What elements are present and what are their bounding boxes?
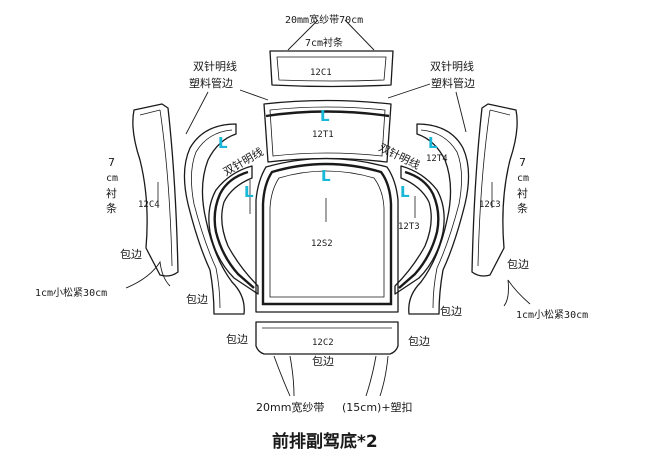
piece-left-outer	[183, 123, 245, 315]
right-lining-char: cm	[517, 173, 529, 184]
diag-topstitch-right: 双针明线	[377, 140, 423, 172]
right-topstitch-note: 双针明线	[430, 59, 474, 73]
piece-12c1: 12C1	[269, 50, 394, 88]
piece-code-12c4: 12C4	[138, 200, 160, 210]
left-lining-char: cm	[106, 173, 118, 184]
piece-code-12s2: 12S2	[311, 239, 333, 249]
binding-center-right-note: 包边	[408, 335, 430, 348]
left-lining-char: 条	[106, 201, 117, 215]
marker-l-left-outer: L	[218, 134, 228, 152]
top-tape-note: 20mm宽纱带70cm	[285, 13, 363, 26]
piece-12t1: 12T1	[263, 99, 392, 163]
bottom-tape-note: 20mm宽纱带	[256, 400, 324, 414]
piece-code-12c3: 12C3	[479, 200, 501, 210]
bottom-tape-leaders	[273, 355, 389, 397]
diagram-caption: 前排副驾底*2	[272, 431, 378, 452]
binding-right-note: 包边	[507, 258, 529, 271]
marker-l-right-outer: L	[428, 134, 438, 152]
piece-12c4: 12C4	[132, 103, 179, 277]
elastic-left-note: 1cm小松紧30cm	[35, 286, 107, 299]
piece-12t3: 12T3	[394, 165, 445, 295]
piece-code-12t3: 12T3	[398, 222, 420, 232]
elastic-right-note: 1cm小松紧30cm	[516, 308, 588, 321]
marker-l-s2: L	[321, 167, 331, 185]
right-piping-note: 塑料管边	[431, 76, 475, 90]
marker-l-t1: L	[320, 107, 330, 125]
piece-code-12c2: 12C2	[312, 338, 334, 348]
left-piping-note: 塑料管边	[189, 76, 233, 90]
bottom-clip-note: (15cm)+塑扣	[342, 400, 413, 414]
right-lining-char: 衬	[517, 187, 528, 200]
marker-l-right-inner: L	[400, 183, 410, 201]
piece-12c3: 12C3	[471, 103, 518, 277]
binding-under-12c2-note: 包边	[312, 355, 334, 368]
elastic-right-leader	[503, 279, 531, 307]
right-lining-char: 7	[519, 156, 526, 169]
left-topstitch-note: 双针明线	[193, 59, 237, 73]
piece-left-inner	[208, 165, 259, 295]
right-lining-note: 7 cm 衬 条	[517, 156, 529, 215]
piece-code-12t4: 12T4	[426, 154, 448, 164]
piece-right-outer	[408, 123, 470, 315]
piece-code-12c1: 12C1	[310, 68, 332, 78]
left-lining-note: 7 cm 衬 条	[106, 156, 118, 215]
right-lining-char: 条	[517, 201, 528, 215]
binding-bottom-left-note: 包边	[186, 293, 208, 306]
elastic-left-leader	[125, 260, 171, 289]
piece-code-12t1: 12T1	[312, 130, 334, 140]
left-note-leader-a	[239, 89, 269, 101]
piece-12c2: 12C2	[255, 321, 399, 355]
top-lining-note: 7cm衬条	[305, 36, 343, 49]
right-note-leader-b	[455, 91, 467, 133]
left-note-leader-b	[185, 91, 209, 135]
binding-bottom-right-note: 包边	[440, 305, 462, 318]
left-lining-char: 衬	[106, 187, 117, 200]
top-tape-leaders	[287, 19, 375, 51]
binding-left-note: 包边	[120, 248, 142, 261]
left-lining-char: 7	[108, 156, 115, 169]
marker-l-left-inner: L	[244, 183, 254, 201]
binding-center-left-note: 包边	[226, 333, 248, 346]
right-note-leader-a	[387, 83, 431, 99]
piece-12s2: 12S2	[255, 157, 399, 313]
